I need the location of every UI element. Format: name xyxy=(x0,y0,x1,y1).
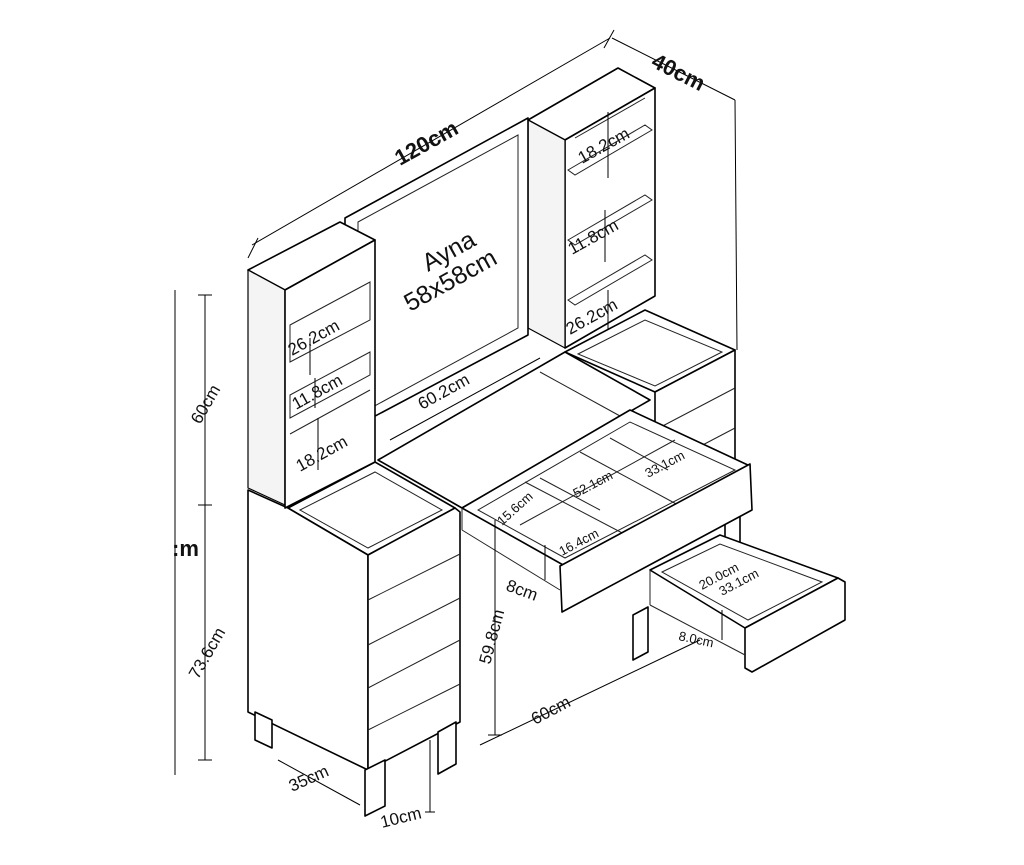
drawer-front-depth-label: 8cm xyxy=(504,576,541,605)
desk-width-label: 60cm xyxy=(528,692,574,728)
dimension-lines xyxy=(174,29,738,813)
desk-height-label: 59.8cm xyxy=(476,607,509,666)
desk-top xyxy=(377,351,651,509)
left-shelf-tower xyxy=(247,221,376,509)
leg-height-label: 10cm xyxy=(378,803,423,831)
small-drawer-open xyxy=(649,534,846,673)
depth-label: 40cm xyxy=(648,48,709,96)
left-drawer-cabinet xyxy=(247,461,461,817)
small-drawer-height-label: 8.0cm xyxy=(677,628,715,650)
lower-height-label: 73.6cm xyxy=(185,624,229,682)
upper-height-label: 60cm xyxy=(187,381,224,427)
cabinet-depth-label: 35cm xyxy=(286,761,332,795)
desk-drawer-open xyxy=(461,409,753,613)
right-shelf-tower xyxy=(527,67,656,349)
total-height-label: :m xyxy=(172,536,199,561)
